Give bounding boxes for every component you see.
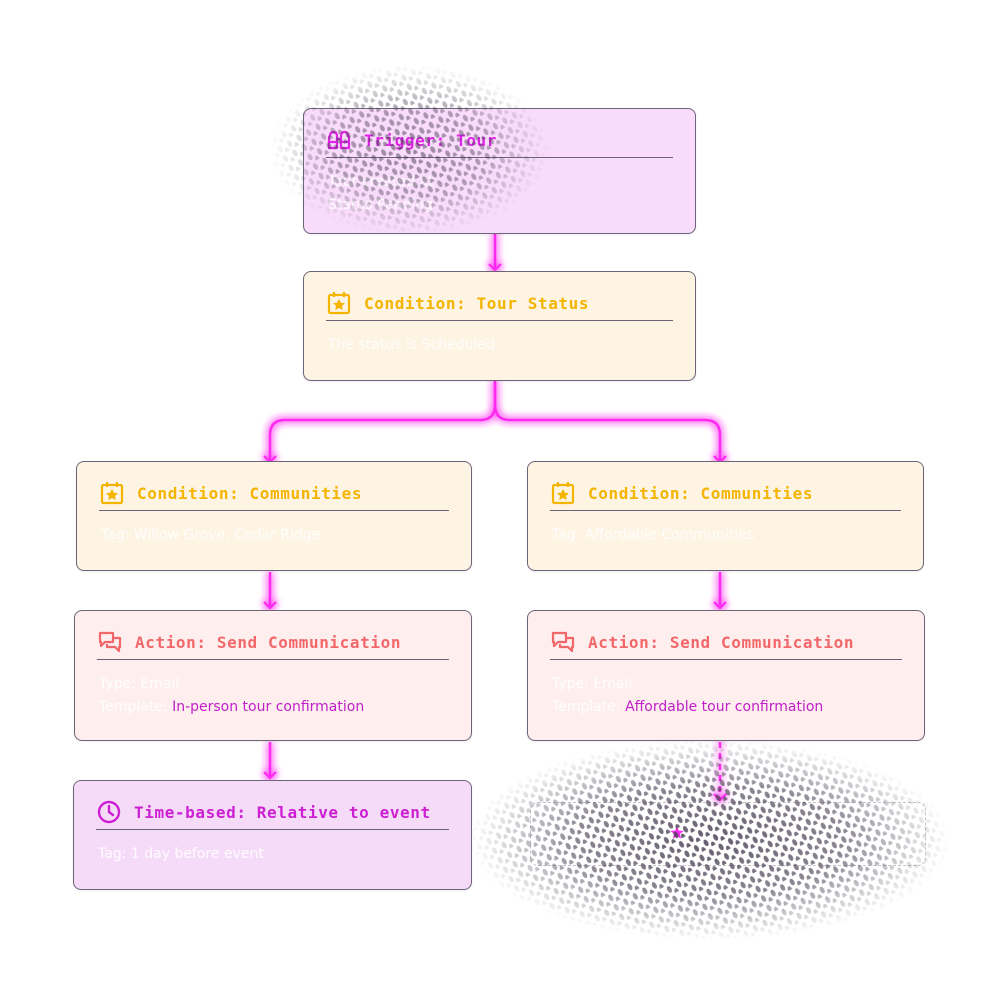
- condition-communities-right-title: Condition: Communities: [588, 483, 814, 503]
- calendar-star-icon: [100, 482, 124, 505]
- field-row: Tag: Willow Grove, Cedar Ridge: [101, 524, 451, 547]
- field-value: Pending: [377, 197, 434, 213]
- field-row: Type: Email: [552, 673, 904, 696]
- field-row: Template: Affordable tour confirmation: [552, 696, 904, 719]
- condition-communities-right-header: Condition: Communities: [550, 476, 901, 511]
- field-value: Affordable tour confirmation: [625, 699, 824, 715]
- trigger-node[interactable]: Trigger: Tour Tour created at Status Pen…: [303, 108, 696, 234]
- condition-tour-status-header: Condition: Tour Status: [326, 286, 673, 321]
- field-row: Type: Email: [99, 673, 451, 696]
- time-based-node[interactable]: Time-based: Relative to event Tag: 1 day…: [73, 780, 472, 890]
- field-value: Email: [593, 676, 633, 692]
- arrowhead: [263, 771, 277, 780]
- field-key: Tag:: [552, 527, 581, 543]
- field-value: Affordable Communities: [584, 527, 755, 543]
- field-value: In-person tour confirmation: [172, 699, 365, 715]
- action-send-communication-left-node[interactable]: Action: Send Communication Type: Email T…: [74, 610, 472, 741]
- field-row: Status Pending: [328, 194, 675, 217]
- field-key: Tag:: [101, 527, 130, 543]
- chat-bubbles-icon: [98, 631, 122, 653]
- action-right-title: Action: Send Communication: [588, 632, 855, 652]
- field-value: Email: [140, 676, 180, 692]
- binoculars-icon: [327, 130, 351, 150]
- chat-bubbles-icon: [551, 631, 575, 653]
- condition-communities-right-body: Tag: Affordable Communities: [552, 524, 903, 547]
- field-value: Willow Grove, Cedar Ridge: [133, 527, 321, 543]
- trigger-node-title: Trigger: Tour: [364, 130, 498, 150]
- action-right-body: Type: Email Template: Affordable tour co…: [552, 673, 904, 719]
- condition-tour-status-body: The status is Scheduled: [328, 334, 675, 357]
- time-based-header: Time-based: Relative to event: [96, 795, 449, 830]
- add-step-placeholder[interactable]: Add step: [530, 802, 926, 866]
- action-left-body: Type: Email Template: In-person tour con…: [99, 673, 451, 719]
- field-row: Tour created at: [328, 171, 675, 194]
- action-left-title: Action: Send Communication: [135, 632, 402, 652]
- trigger-node-body: Tour created at Status Pending: [328, 171, 675, 217]
- action-send-communication-right-node[interactable]: Action: Send Communication Type: Email T…: [527, 610, 925, 741]
- clock-icon: [97, 800, 121, 824]
- trigger-node-header: Trigger: Tour: [326, 123, 673, 158]
- time-based-title: Time-based: Relative to event: [134, 802, 431, 822]
- condition-tour-status-node[interactable]: Condition: Tour Status The status is Sch…: [303, 271, 696, 381]
- field-key: Tag:: [98, 846, 127, 862]
- field-key: Template:: [552, 699, 621, 715]
- arrowhead: [713, 601, 727, 610]
- calendar-star-icon: [327, 292, 351, 315]
- add-step-label: Add step: [699, 825, 757, 840]
- condition-communities-left-title: Condition: Communities: [137, 483, 363, 503]
- field-row: The status is Scheduled: [328, 334, 675, 357]
- field-row: Tag: 1 day before event: [98, 843, 451, 866]
- condition-communities-right-node[interactable]: Condition: Communities Tag: Affordable C…: [527, 461, 924, 571]
- field-row: Template: In-person tour confirmation: [99, 696, 451, 719]
- condition-communities-left-header: Condition: Communities: [99, 476, 449, 511]
- condition-communities-left-body: Tag: Willow Grove, Cedar Ridge: [101, 524, 451, 547]
- condition-communities-left-node[interactable]: Condition: Communities Tag: Willow Grove…: [76, 461, 472, 571]
- field-key: Status: [328, 197, 373, 213]
- connector-status-to-branch-right: [493, 380, 722, 462]
- field-row: Tag: Affordable Communities: [552, 524, 903, 547]
- arrowhead: [488, 263, 502, 272]
- field-key: Type:: [552, 676, 589, 692]
- field-value: The status is Scheduled: [328, 337, 495, 353]
- field-value: Tour created at: [328, 174, 434, 190]
- field-key: Template:: [99, 699, 168, 715]
- arrowhead: [263, 601, 277, 610]
- action-left-header: Action: Send Communication: [97, 625, 449, 660]
- action-right-header: Action: Send Communication: [550, 625, 902, 660]
- field-key: Type:: [99, 676, 136, 692]
- condition-tour-status-title: Condition: Tour Status: [364, 293, 590, 313]
- time-based-body: Tag: 1 day before event: [98, 843, 451, 866]
- field-value: 1 day before event: [130, 846, 264, 862]
- star-icon: [670, 826, 684, 839]
- calendar-star-icon: [551, 482, 575, 505]
- connector-status-to-branch: [268, 380, 497, 462]
